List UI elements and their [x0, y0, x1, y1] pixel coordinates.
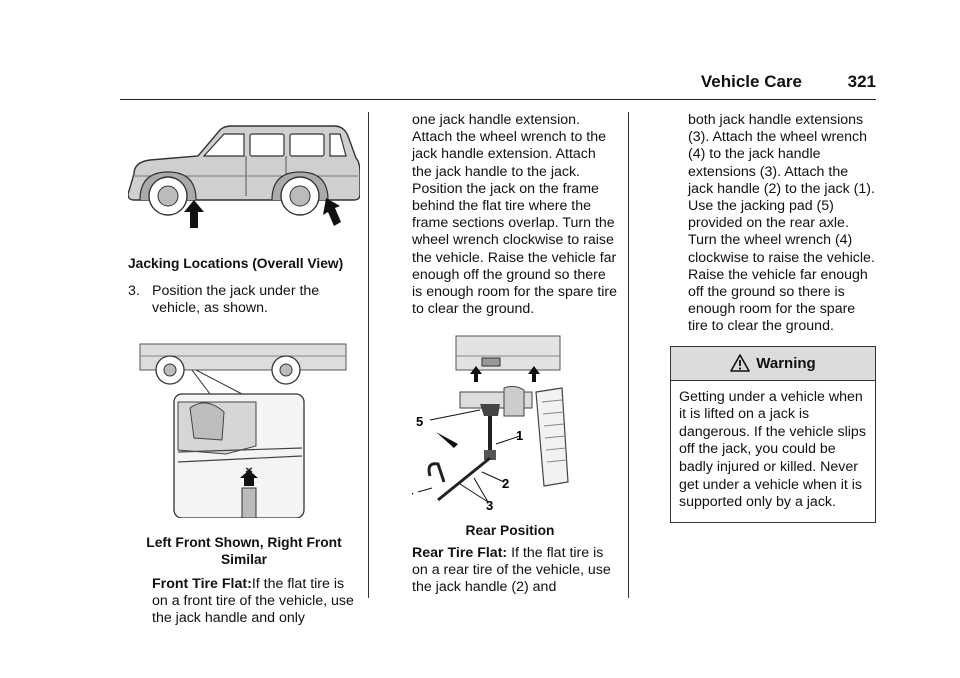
page-header: Vehicle Care 321	[120, 72, 876, 100]
front-tire-text-start: If the flat tire is on a front tire of t…	[152, 575, 354, 627]
front-jack-position-illustration	[139, 343, 347, 519]
figure2-caption: Left Front Shown, Right Front Similar	[146, 534, 342, 567]
column-divider-1	[368, 112, 369, 598]
jacking-locations-illustration	[127, 125, 361, 228]
rear-tire-continued: both jack handle extensions (3). Attach …	[688, 112, 875, 335]
rear-jack-position-illustration: 5 1 4 2 3	[406, 335, 569, 513]
warning-header: Warning	[671, 346, 875, 381]
warning-icon	[730, 354, 751, 372]
page-number: 321	[847, 72, 876, 91]
rear-tire-lead: Rear Tire Flat:	[412, 544, 508, 561]
column-3: both jack handle extensions (3). Attach …	[670, 112, 876, 523]
warning-title: Warning	[756, 354, 816, 372]
callout-2: 2	[502, 476, 509, 491]
callout-1: 1	[516, 428, 523, 443]
front-tire-continued: one jack handle extension. Attach the wh…	[412, 112, 618, 318]
callout-4: 4	[412, 484, 414, 499]
warning-body: Getting under a vehicle when it is lifte…	[679, 388, 866, 511]
rear-tire-text-start: If the flat tire is on a rear tire of th…	[412, 544, 611, 596]
step-3-text: Position the jack under the vehicle, as …	[152, 283, 320, 317]
step-3: 3. Position the jack under the vehicle, …	[128, 283, 360, 317]
column-1: Jacking Locations (Overall View) 3. Posi…	[127, 112, 361, 628]
front-tire-paragraph: Front Tire Flat:If the flat tire is on a…	[128, 576, 360, 628]
section-title: Vehicle Care	[700, 72, 802, 91]
figure1-caption: Jacking Locations (Overall View)	[128, 256, 344, 272]
rear-tire-paragraph: Rear Tire Flat: If the flat tire is on a…	[412, 545, 618, 597]
callout-3: 3	[486, 498, 493, 512]
front-tire-lead: Front Tire Flat:	[152, 575, 252, 592]
step-3-number: 3.	[128, 283, 140, 300]
figure3-caption: Rear Position	[465, 522, 555, 538]
callout-5: 5	[416, 414, 423, 429]
column-2: one jack handle extension. Attach the wh…	[406, 112, 618, 597]
column-divider-2	[628, 112, 629, 598]
warning-box: Warning Getting under a vehicle when it …	[670, 345, 876, 523]
